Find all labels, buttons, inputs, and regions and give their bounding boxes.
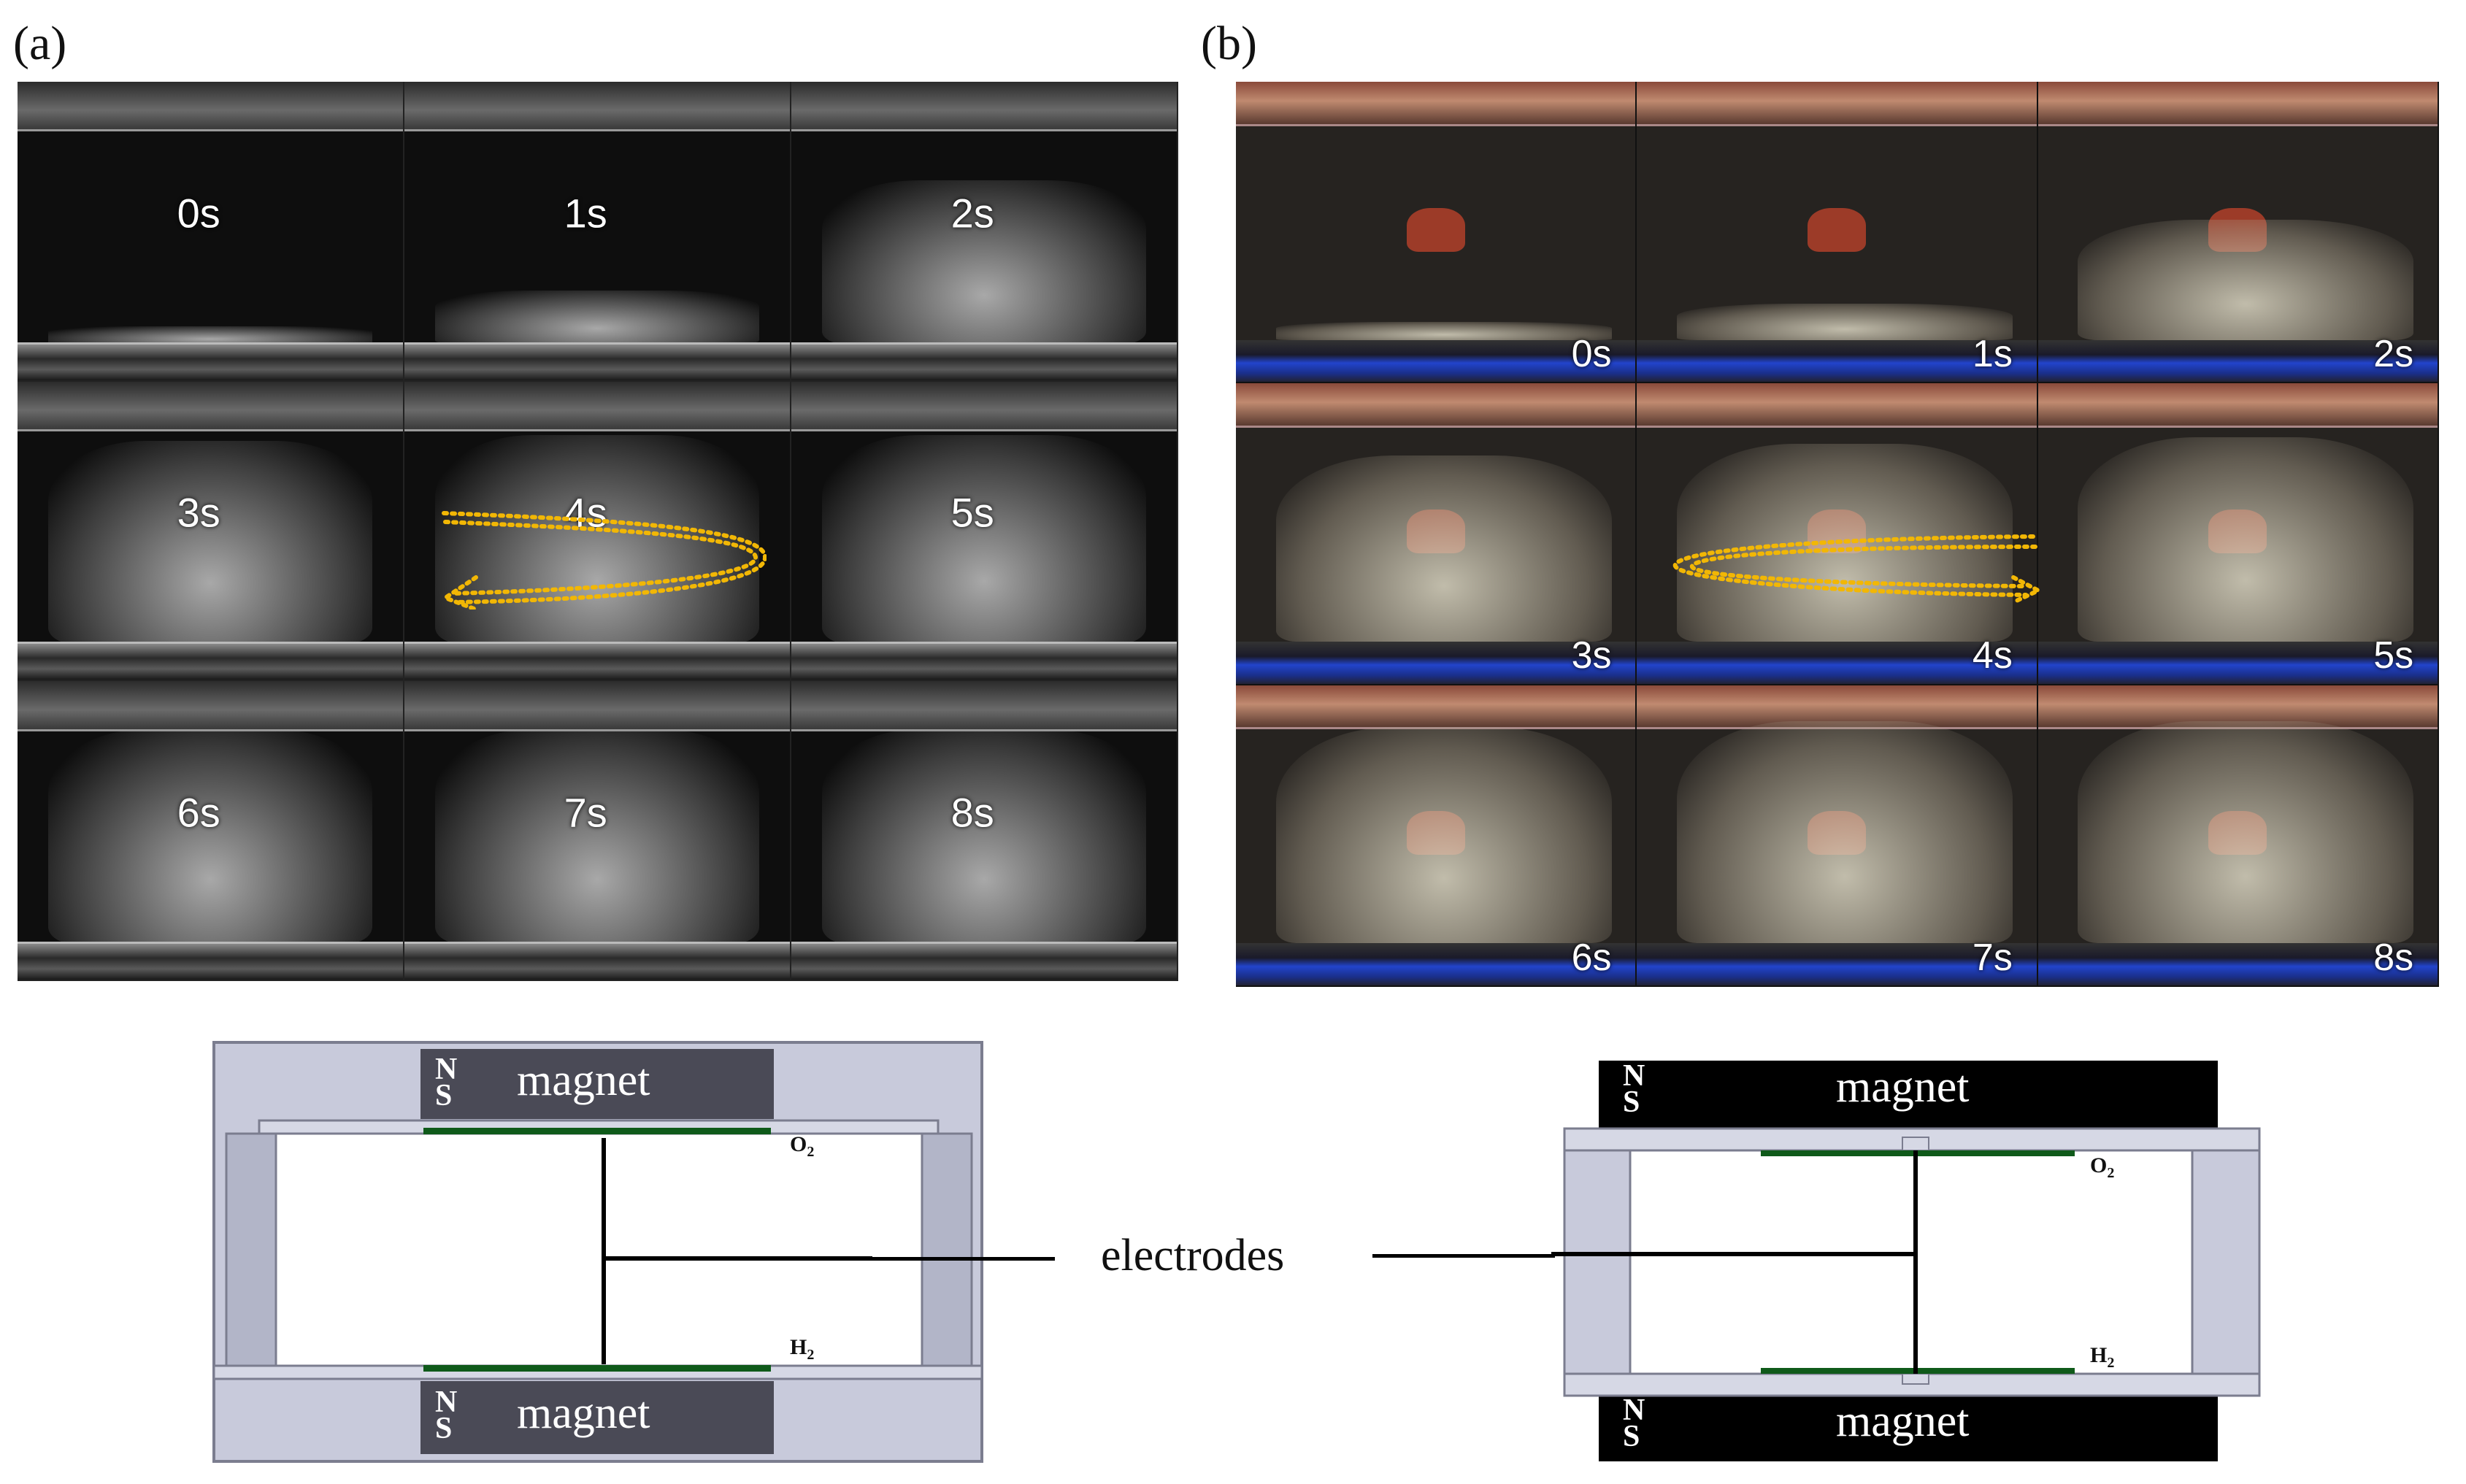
ns-pole-n: N (435, 1385, 458, 1419)
frame-b-3: 3s (1236, 383, 1637, 685)
ns-pole-n: N (435, 1053, 458, 1086)
magnet-top-label: magnet (1836, 1062, 1970, 1112)
cell-housing-a-icon (212, 1041, 983, 1463)
o2-label: O2 (790, 1132, 815, 1160)
frame-b-4: 4s (1637, 383, 2038, 685)
time-label: 8s (950, 789, 994, 836)
frame-b-8: 8s (2037, 685, 2439, 987)
ns-pole-s: S (435, 1079, 453, 1112)
panel-a-label: (a) (13, 17, 67, 70)
frame-b-6: 6s (1236, 685, 1637, 987)
time-label: 3s (1571, 634, 1612, 677)
time-label: 7s (564, 789, 607, 836)
frame-a-5: 5s (791, 381, 1178, 682)
ns-pole-s: S (435, 1412, 453, 1445)
time-label: 6s (177, 789, 220, 836)
time-label: 4s (1972, 634, 2013, 677)
frame-b-1: 1s (1637, 82, 2038, 384)
magnet-bottom-label: magnet (517, 1388, 650, 1438)
time-label: 4s (564, 489, 607, 536)
frame-b-2: 2s (2037, 82, 2439, 384)
electrodes-label: electrodes (1101, 1231, 1285, 1280)
cell-housing-b-icon (1551, 1061, 2261, 1461)
time-label: 1s (564, 190, 607, 237)
electrodes-leader-right (1372, 1254, 1555, 1258)
panel-b-label: (b) (1201, 17, 1257, 70)
time-label: 2s (2373, 333, 2414, 376)
ns-pole-s: S (1623, 1420, 1640, 1453)
frame-a-0: 0s (18, 82, 404, 382)
frame-b-7: 7s (1637, 685, 2038, 987)
frame-a-3: 3s (18, 381, 404, 682)
frame-a-2: 2s (791, 82, 1178, 382)
magnet-top-label: magnet (517, 1056, 650, 1105)
time-label: 3s (177, 489, 220, 536)
time-label: 0s (177, 190, 220, 237)
electrodes-leader-left (872, 1257, 1055, 1261)
time-label: 1s (1972, 333, 2013, 376)
time-label: 2s (950, 190, 994, 237)
time-label: 5s (950, 489, 994, 536)
time-label: 7s (1972, 936, 2013, 979)
panel-b-photo-sequence: 0s 1s 2s 3s 4s 5s 6s 7s 8s (1236, 82, 2439, 987)
frame-a-8: 8s (791, 681, 1178, 981)
panel-a-photo-sequence: 0s 1s 2s 3s 4s 5s 6s 7s 8s (18, 82, 1178, 981)
frame-a-4: 4s (404, 381, 791, 682)
ns-pole-n: N (1623, 1393, 1645, 1427)
frame-b-0: 0s (1236, 82, 1637, 384)
frame-a-6: 6s (18, 681, 404, 981)
time-label: 0s (1571, 333, 1612, 376)
time-label: 5s (2373, 634, 2414, 677)
h2-label: H2 (2090, 1343, 2115, 1371)
time-label: 6s (1571, 936, 1612, 979)
o2-label: O2 (2090, 1153, 2115, 1181)
ns-pole-n: N (1623, 1059, 1645, 1093)
frame-a-1: 1s (404, 82, 791, 382)
ns-pole-s: S (1623, 1085, 1640, 1119)
time-label: 8s (2373, 936, 2414, 979)
frame-a-7: 7s (404, 681, 791, 981)
magnet-bottom-label: magnet (1836, 1396, 1970, 1446)
h2-label: H2 (790, 1335, 815, 1363)
frame-b-5: 5s (2037, 383, 2439, 685)
